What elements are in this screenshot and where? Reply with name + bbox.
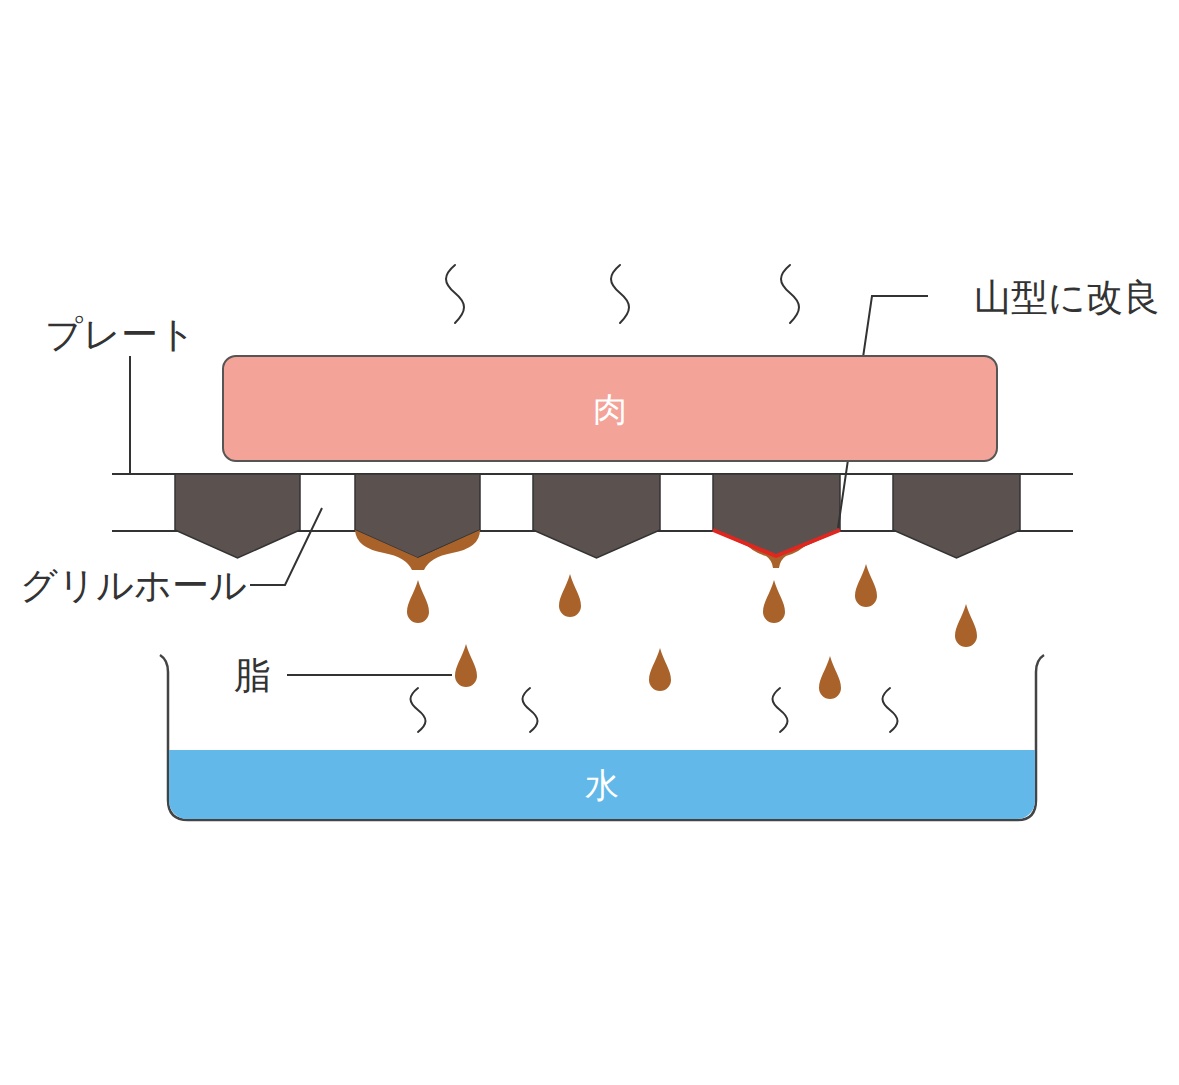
steam-line xyxy=(883,688,898,732)
grill-bar xyxy=(713,474,840,558)
fat-drops xyxy=(355,530,977,764)
steam-line xyxy=(781,265,799,323)
part-label: 脂 xyxy=(234,657,271,694)
leader-line xyxy=(287,674,452,676)
grill-bar xyxy=(533,474,660,558)
steam-line xyxy=(611,265,629,323)
fat-drop xyxy=(763,580,785,623)
tray-outline xyxy=(160,655,1044,820)
steam-line xyxy=(446,265,464,323)
leader-line xyxy=(250,508,322,585)
steam-line xyxy=(773,688,788,732)
water-band: 水 xyxy=(169,750,1035,819)
fat-drop xyxy=(955,604,977,647)
fat-drop xyxy=(455,644,477,687)
fat-puddle xyxy=(355,530,480,570)
improved-ridge xyxy=(713,530,840,556)
grill-bars xyxy=(175,474,1020,558)
grill-bar xyxy=(893,474,1020,558)
callout-label: 山型に改良 xyxy=(974,279,1160,316)
leader-lines xyxy=(130,296,928,675)
grill-bar xyxy=(175,474,300,558)
fat-drop xyxy=(819,656,841,699)
steam-line xyxy=(523,688,538,732)
node-text: 水 xyxy=(585,768,619,802)
fat-drop xyxy=(649,648,671,691)
fat-drop xyxy=(559,574,581,617)
steam-line xyxy=(411,688,426,732)
fat-drop xyxy=(855,564,877,607)
node-text: 肉 xyxy=(593,392,627,426)
leader-line xyxy=(129,356,131,474)
meat-box: 肉 xyxy=(222,355,998,462)
part-label: グリルホール xyxy=(20,567,247,604)
fat-drop xyxy=(407,580,429,623)
part-label: プレート xyxy=(45,316,196,353)
steam xyxy=(411,265,898,732)
